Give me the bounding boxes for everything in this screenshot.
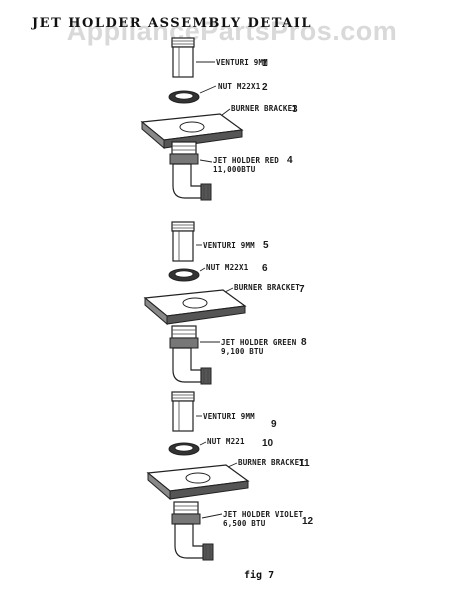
part-label-8: JET HOLDER GREEN	[221, 338, 297, 347]
diagram-title: JET HOLDER ASSEMBLY DETAIL	[31, 16, 312, 31]
part-label-3: BURNER BRACKET	[231, 104, 297, 113]
part-sublabel-8: 9,100 BTU	[221, 347, 264, 356]
part-label-2: NUT M22X1	[218, 82, 261, 91]
part-number-1: 1	[262, 58, 268, 69]
assembly-group-2: VENTURI 9MM 5 NUT M22X1 6 BURNER BRACKET…	[144, 221, 307, 385]
part-number-8: 8	[301, 337, 307, 348]
part-number-9: 9	[271, 419, 277, 430]
part-label-6: NUT M22X1	[206, 263, 249, 272]
nut-part-6	[168, 268, 200, 282]
part-number-3: 3	[292, 104, 298, 115]
bracket-part-11	[147, 464, 249, 500]
nut-part-2	[168, 90, 200, 104]
part-label-11: BURNER BRACKET	[238, 458, 304, 467]
nut-part-10	[168, 442, 200, 456]
part-label-7: BURNER BRACKET	[234, 283, 300, 292]
venturi-part-5	[171, 221, 195, 262]
assembly-group-1: VENTURI 9MM 1 NUT M22X1 2 BURNER BRACKET…	[141, 37, 298, 201]
part-number-6: 6	[262, 263, 268, 274]
part-label-10: NUT M221	[207, 437, 245, 446]
part-sublabel-4: 11,000BTU	[213, 165, 256, 174]
part-number-7: 7	[299, 284, 305, 295]
figure-label: fig 7	[244, 569, 274, 581]
part-number-2: 2	[262, 82, 268, 93]
part-label-5: VENTURI 9MM	[203, 241, 255, 250]
watermark: AppliancePartsPros.com	[67, 16, 398, 46]
part-sublabel-12: 6,500 BTU	[223, 519, 266, 528]
jet-holder-part-8	[169, 325, 212, 385]
part-label-1: VENTURI 9MM	[216, 58, 268, 67]
part-number-4: 4	[287, 155, 293, 166]
assembly-group-3: VENTURI 9MM 9 NUT M221 10 BURNER BRACKET…	[147, 391, 314, 561]
venturi-part-9	[171, 391, 195, 432]
bracket-part-7	[144, 289, 246, 325]
part-label-12: JET HOLDER VIOLET	[223, 510, 303, 519]
jet-holder-part-12	[171, 501, 214, 561]
jet-holder-part-4	[169, 141, 212, 201]
venturi-part-1	[171, 37, 195, 78]
part-number-12: 12	[302, 516, 314, 527]
part-number-5: 5	[263, 240, 269, 251]
part-number-10: 10	[262, 438, 274, 449]
part-number-11: 11	[299, 458, 310, 469]
part-label-9: VENTURI 9MM	[203, 412, 255, 421]
part-label-4: JET HOLDER RED	[213, 156, 279, 165]
